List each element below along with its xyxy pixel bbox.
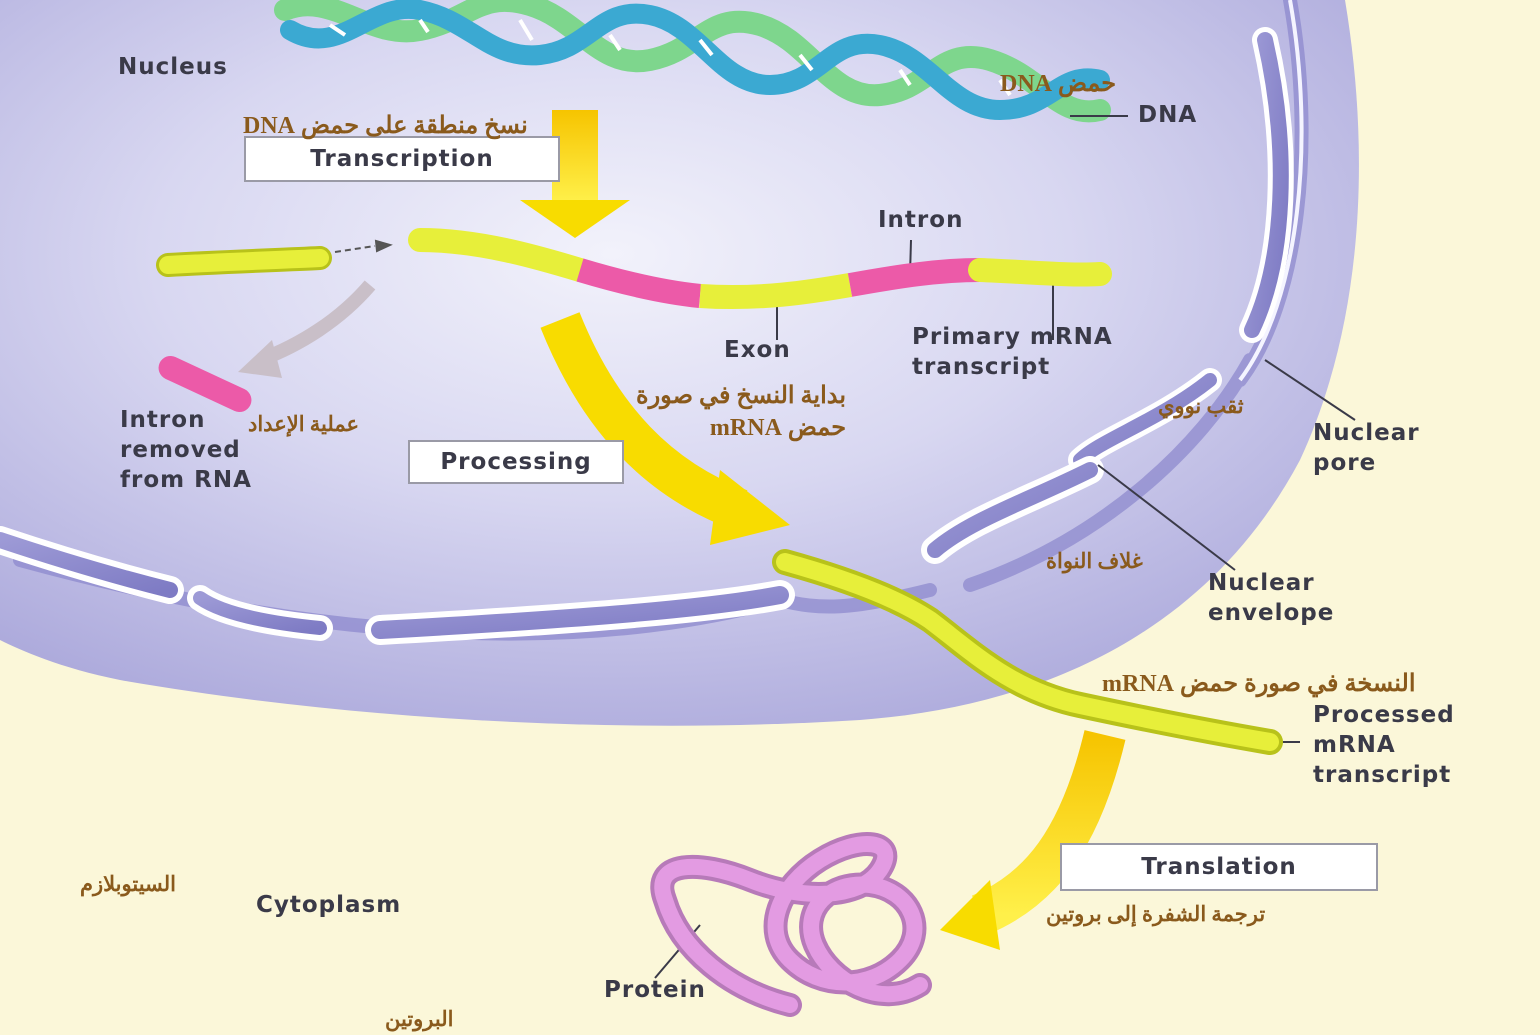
translation-arabic: ترجمة الشفرة إلى بروتين: [1046, 898, 1265, 930]
cytoplasm-label: Cytoplasm: [256, 890, 401, 920]
translation-box: Translation: [1060, 843, 1378, 891]
processing-box: Processing: [408, 440, 624, 484]
transcription-box: Transcription: [244, 136, 560, 182]
start-copy-arabic: بداية النسخ في صورة حمض mRNA: [636, 380, 846, 444]
protein-label: Protein: [604, 975, 706, 1005]
processed-transcript-label: Processed mRNA transcript: [1313, 700, 1455, 790]
protein-arabic: البروتين: [385, 1003, 453, 1035]
intron-removed-label: Intron removed from RNA: [120, 405, 252, 495]
mrna-copy-arabic: النسخة في صورة حمض mRNA: [1102, 668, 1416, 700]
translation-arrow-head: [940, 880, 1000, 950]
nucleus-label: Nucleus: [118, 52, 228, 82]
dna-arabic: حمض DNA: [1000, 68, 1116, 100]
transcription-arabic: نسخ منطقة على حمض DNA: [243, 110, 528, 142]
dna-label: DNA: [1138, 100, 1197, 130]
primary-transcript-label: Primary mRNA transcript: [912, 322, 1113, 382]
nuclear-pore-arabic: ثقب نووي: [1158, 390, 1244, 422]
intron-label: Intron: [878, 205, 963, 235]
nuclear-pore-label: Nuclear pore: [1313, 418, 1420, 478]
cytoplasm-arabic: السيتوبلازم: [80, 868, 176, 900]
processing-arabic: عملية الإعداد: [248, 408, 359, 440]
nuclear-envelope-arabic: غلاف النواة: [1046, 545, 1143, 577]
exon-label: Exon: [724, 335, 791, 365]
nuclear-envelope-label: Nuclear envelope: [1208, 568, 1334, 628]
